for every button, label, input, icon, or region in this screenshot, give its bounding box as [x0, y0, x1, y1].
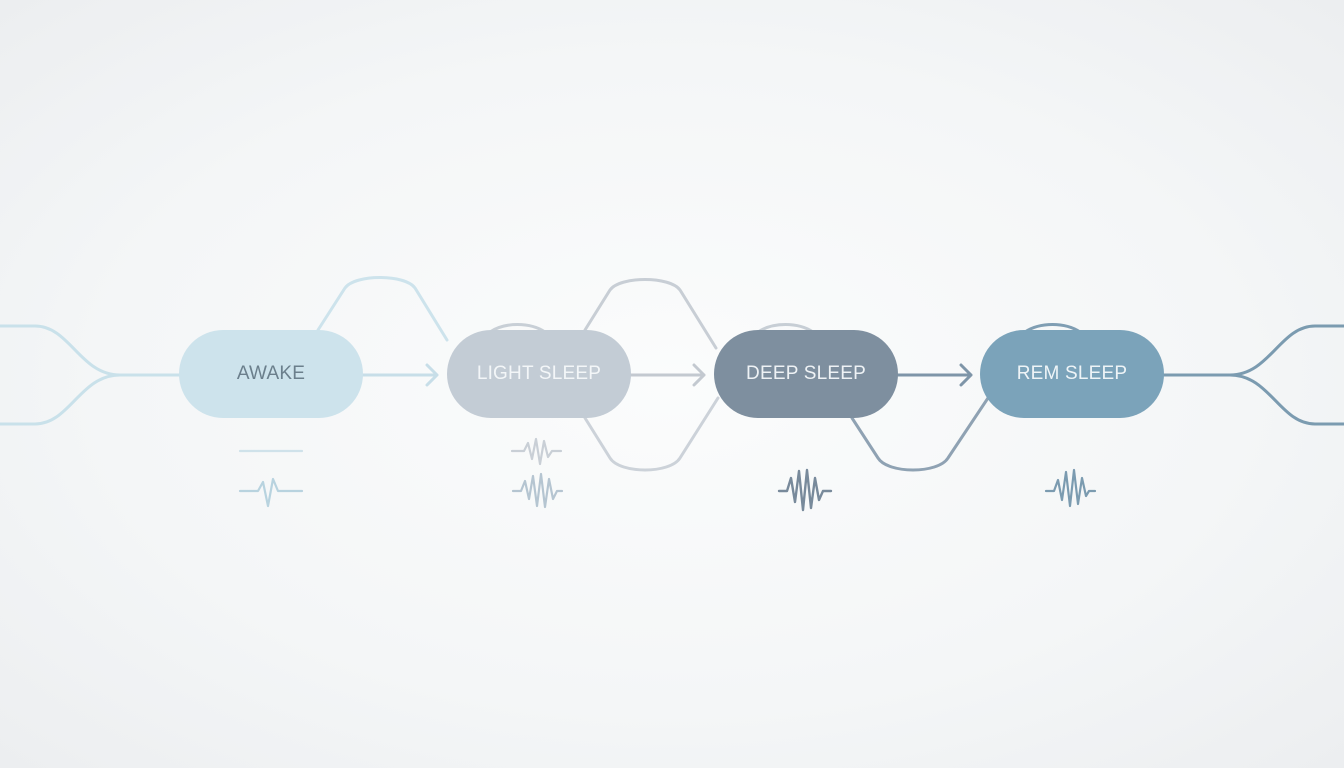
awake-to-light-arrow	[361, 363, 439, 387]
stage-awake-node[interactable]: AWAKE	[179, 330, 363, 418]
stage-awake-label: AWAKE	[236, 363, 306, 384]
deep-to-rem-arrow	[896, 363, 973, 387]
right-output-branch	[1162, 324, 1344, 426]
light-to-deep-arrow	[629, 363, 706, 387]
left-input-branch	[0, 324, 181, 426]
medium-wave-icon	[511, 472, 564, 509]
light-top-hump	[488, 323, 547, 334]
stage-deep-sleep-label: DEEP SLEEP	[746, 363, 866, 384]
large-wave-icon	[777, 468, 833, 512]
stage-rem-sleep-label: REM SLEEP	[1016, 363, 1128, 384]
deep-top-hump	[756, 323, 815, 334]
stage-light-sleep-node[interactable]: LIGHT SLEEP	[447, 330, 631, 418]
single-spike-wave-icon	[238, 477, 304, 508]
light-lower-loop	[583, 396, 720, 472]
deep-lower-loop	[850, 396, 990, 472]
small-wave-icon	[510, 437, 563, 466]
light-upper-loop	[583, 278, 718, 350]
stage-light-sleep-label: LIGHT SLEEP	[476, 363, 602, 384]
rem-top-hump	[1023, 323, 1082, 334]
stage-deep-sleep-node[interactable]: DEEP SLEEP	[714, 330, 898, 418]
awake-loop-connector	[316, 276, 449, 342]
stage-rem-sleep-node[interactable]: REM SLEEP	[980, 330, 1164, 418]
rem-wave-icon	[1044, 468, 1097, 508]
